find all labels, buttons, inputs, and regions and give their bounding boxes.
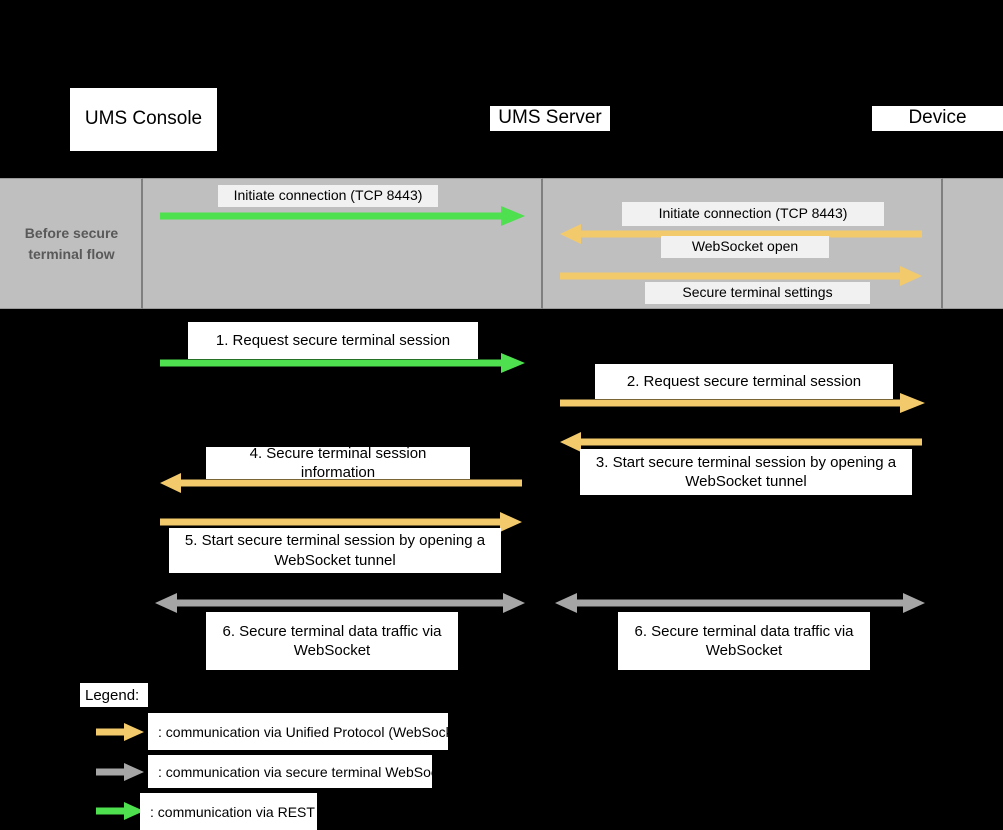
legend-entry-unified-protocol: : communication via Unified Protocol (We… (148, 713, 469, 750)
legend-entry-rest: : communication via REST (140, 793, 317, 830)
band-title-label: Before secure terminal flow (24, 225, 119, 262)
legend-arrow-unified-protocol-icon (96, 721, 144, 743)
step-5-arrow-unified-protocol (160, 511, 522, 533)
legend-title: Legend: (80, 683, 148, 707)
step-3-label: 3. Start secure terminal session by open… (580, 449, 912, 495)
legend-entry-secure-terminal-ws: : communication via secure terminal WebS… (148, 755, 457, 788)
band-cell-console-server (143, 178, 543, 309)
band-arrow-initiate-connection-up (560, 223, 922, 245)
step-2-label: 2. Request secure terminal session (595, 364, 893, 399)
step-1-arrow-rest (160, 352, 525, 374)
band-cell-title (0, 178, 143, 309)
step-6-right-label: 6. Secure terminal data traffic via WebS… (618, 612, 870, 670)
band-arrow-secure-terminal-settings (560, 265, 922, 287)
band-label-websocket-open: WebSocket open (661, 236, 829, 258)
band-cell-server-device (543, 178, 943, 309)
band-arrow-initiate-connection-rest (160, 205, 525, 227)
band-label-initiate-connection-up: Initiate connection (TCP 8443) (622, 202, 884, 226)
step-6-right-arrow-secure-terminal-ws (555, 592, 925, 614)
before-secure-terminal-flow-band (0, 178, 1003, 309)
lifeline-header-ums-server: UMS Server (490, 106, 610, 131)
step-1-label: 1. Request secure terminal session (188, 322, 478, 359)
step-3-arrow-unified-protocol (560, 431, 922, 453)
step-4-arrow-unified-protocol (160, 472, 522, 494)
step-2-arrow-unified-protocol (560, 392, 925, 414)
band-cell-tail (943, 178, 1003, 309)
step-6-left-arrow-secure-terminal-ws (155, 592, 525, 614)
step-4-label: 4. Secure terminal session information (206, 445, 470, 481)
step-5-label: 5. Start secure terminal session by open… (169, 528, 501, 573)
lifeline-header-ums-console: UMS Console (70, 88, 217, 151)
step-6-left-label: 6. Secure terminal data traffic via WebS… (206, 612, 458, 670)
legend-arrow-rest-icon (96, 800, 144, 822)
lifeline-header-device: Device (872, 106, 1003, 131)
band-label-initiate-connection-rest: Initiate connection (TCP 8443) (218, 185, 438, 207)
band-label-secure-terminal-settings: Secure terminal settings (645, 282, 870, 304)
legend-arrow-secure-terminal-ws-icon (96, 761, 144, 783)
